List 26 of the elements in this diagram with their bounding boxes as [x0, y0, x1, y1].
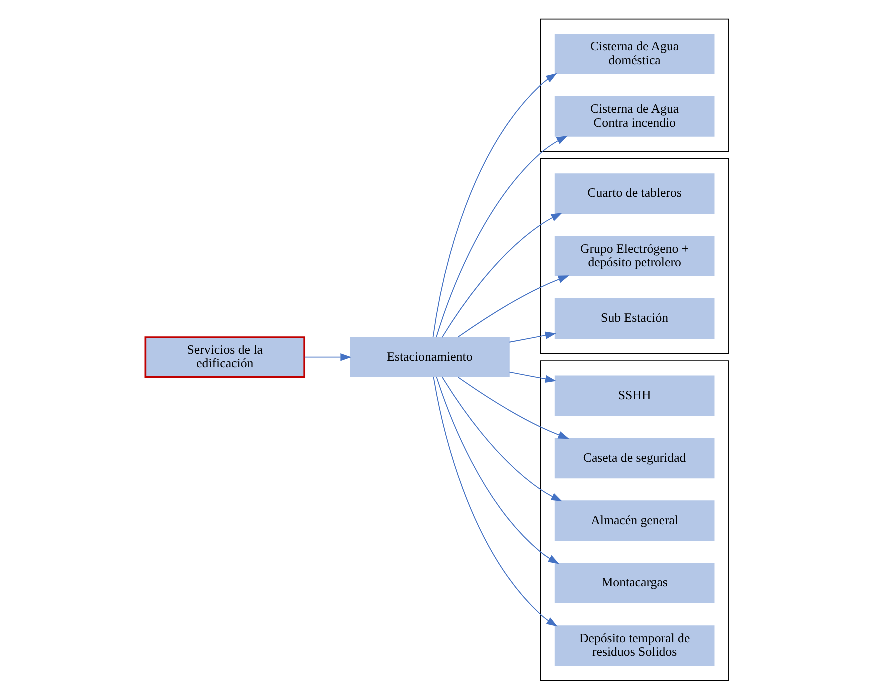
cluster — [540, 18, 730, 152]
cluster — [540, 360, 730, 682]
arrow — [442, 376, 562, 502]
node-box: Montacargas — [554, 563, 715, 604]
arrow — [432, 73, 558, 338]
node-box: Grupo Electrógeno + depósito petrolero — [554, 236, 715, 277]
arrow — [458, 276, 570, 338]
node-box: Cuarto de tableros — [554, 174, 715, 214]
arrow — [442, 213, 562, 338]
node-box: Sub Estación — [554, 298, 715, 339]
arrow — [436, 136, 568, 338]
arrow — [436, 376, 560, 564]
node-box: Estacionamiento — [350, 337, 510, 378]
node-box: SSHH — [554, 376, 715, 416]
node-box: Almacén general — [554, 500, 715, 542]
node-box: Servicios de la edificación — [144, 336, 306, 378]
node-box: Depósito temporal de residuos Solidos — [554, 626, 715, 666]
arrow — [509, 372, 557, 383]
node-box: Cisterna de Agua doméstica — [554, 34, 715, 74]
arrow — [458, 376, 570, 440]
node-box: Cisterna de Agua Contra incendio — [554, 96, 715, 137]
arrow — [304, 353, 352, 362]
arrow — [509, 332, 557, 343]
node-box: Caseta de seguridad — [554, 438, 715, 479]
cluster — [540, 158, 730, 354]
arrow — [433, 376, 558, 627]
